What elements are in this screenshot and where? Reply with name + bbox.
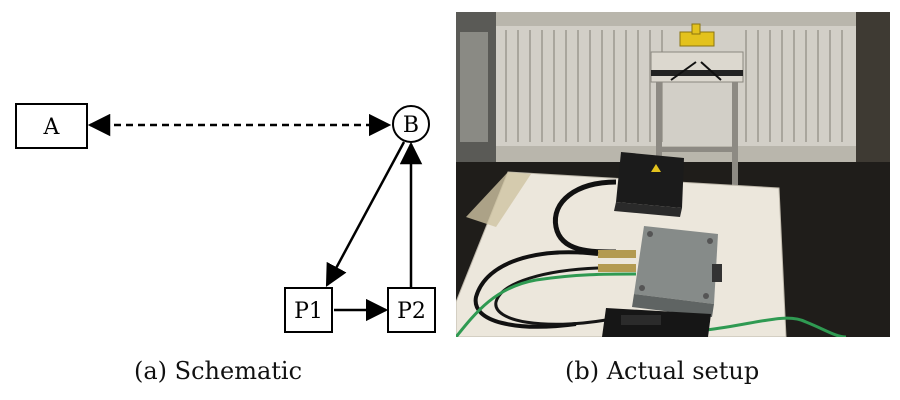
setup-photo (456, 12, 890, 337)
node-p1: P1 (284, 287, 333, 333)
node-p1-label: P1 (294, 299, 323, 324)
caption-actual-setup: (b) Actual setup (565, 357, 760, 385)
grey-box (632, 226, 722, 317)
schematic-diagram: A B P1 P2 (15, 103, 436, 333)
black-box (614, 152, 684, 217)
node-b-label: B (403, 113, 419, 138)
node-b: B (392, 105, 430, 143)
green-cable (456, 272, 847, 337)
node-p2: P2 (387, 287, 436, 333)
node-a-label: A (43, 115, 61, 140)
stand (650, 51, 744, 187)
caption-schematic: (a) Schematic (134, 357, 303, 385)
yellow-device (679, 23, 715, 47)
edge-b-p1 (325, 141, 406, 287)
battery (602, 308, 711, 337)
radiator (496, 26, 856, 146)
node-p2-label: P2 (397, 299, 426, 324)
black-cable (552, 179, 617, 255)
node-a: A (15, 103, 88, 149)
